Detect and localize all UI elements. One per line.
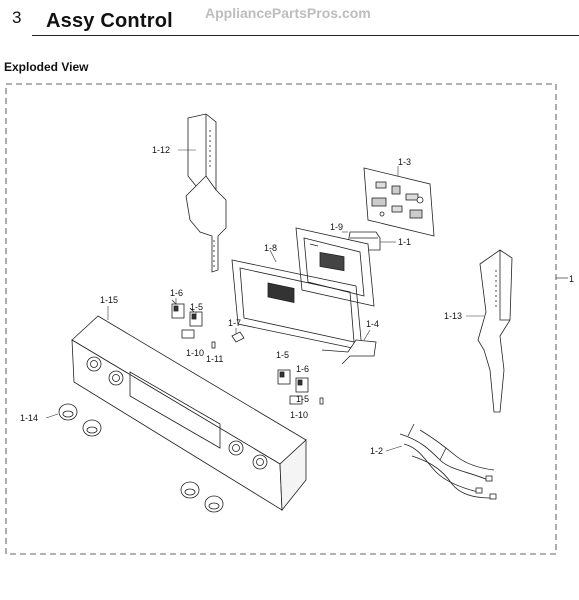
part-side-bracket-left bbox=[185, 113, 227, 273]
callout-1-5b: 1-5 bbox=[276, 350, 289, 360]
part-switch-upper bbox=[171, 299, 203, 339]
part-knobs bbox=[58, 403, 224, 513]
part-display-frame bbox=[295, 227, 375, 307]
part-main-pcb bbox=[363, 167, 435, 237]
callout-1-5c: 1-5 bbox=[296, 394, 309, 404]
part-clip bbox=[231, 331, 245, 343]
part-side-bracket-right bbox=[477, 249, 513, 413]
callout-1-13: 1-13 bbox=[444, 311, 462, 321]
callout-1-5a: 1-5 bbox=[190, 302, 203, 312]
callout-1-6b: 1-6 bbox=[296, 364, 309, 374]
callout-1-6a: 1-6 bbox=[170, 288, 183, 298]
section-label: Exploded View bbox=[4, 60, 89, 74]
callout-1-7: 1-7 bbox=[228, 318, 241, 328]
callout-leaders bbox=[45, 149, 484, 452]
callout-1-12: 1-12 bbox=[152, 145, 170, 155]
callout-1-9: 1-9 bbox=[330, 222, 343, 232]
callout-1-1: 1-1 bbox=[398, 237, 411, 247]
callout-1: 1 bbox=[569, 274, 574, 284]
callout-1-4: 1-4 bbox=[366, 319, 379, 329]
part-switch-lower bbox=[277, 369, 309, 405]
part-screw bbox=[211, 341, 324, 405]
callout-1-8: 1-8 bbox=[264, 243, 277, 253]
title-divider bbox=[32, 35, 579, 36]
callout-1-10a: 1-10 bbox=[186, 348, 204, 358]
callout-1-2: 1-2 bbox=[370, 446, 383, 456]
page-number: 3 bbox=[12, 8, 22, 27]
assembly-boundary bbox=[5, 83, 557, 555]
part-ribbon-cable bbox=[321, 339, 377, 365]
callout-1-15: 1-15 bbox=[100, 295, 118, 305]
part-control-panel bbox=[71, 315, 307, 512]
callout-1-3: 1-3 bbox=[398, 157, 411, 167]
page-title: Assy Control bbox=[46, 10, 173, 32]
part-wire-harness bbox=[399, 423, 497, 500]
callout-1-10b: 1-10 bbox=[290, 410, 308, 420]
callout-1-14: 1-14 bbox=[20, 413, 38, 423]
callout-1-11: 1-11 bbox=[206, 354, 223, 364]
watermark: AppliancePartsPros.com bbox=[205, 5, 371, 21]
